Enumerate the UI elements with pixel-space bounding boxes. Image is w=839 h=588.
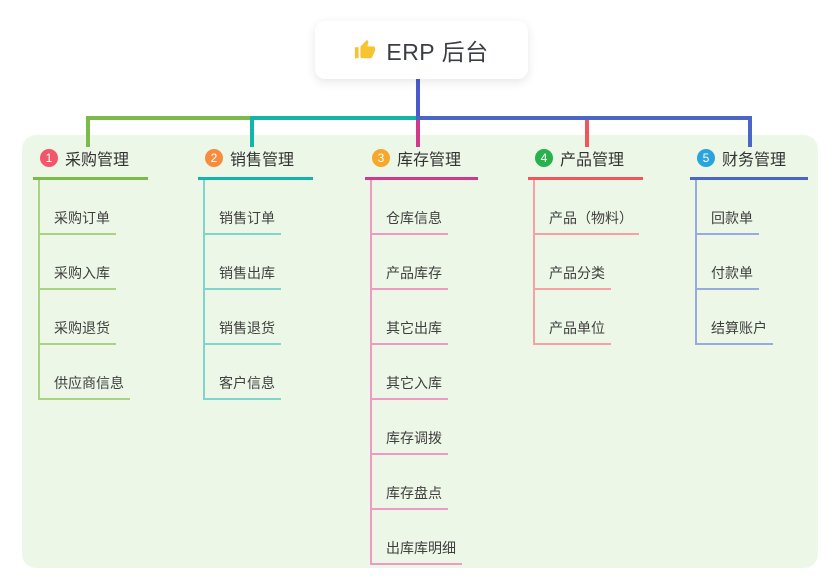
branch-label[interactable]: 产品管理 (560, 152, 625, 169)
child-node-row: 库存调拨 (370, 400, 478, 455)
branch-children: 仓库信息产品库存其它出库其它入库库存调拨库存盘点出库库明细 (370, 180, 478, 565)
branch-label[interactable]: 销售管理 (230, 152, 295, 169)
child-node-row: 销售订单 (203, 180, 313, 235)
child-node[interactable]: 供应商信息 (38, 373, 130, 400)
child-node-row: 回款单 (695, 180, 808, 235)
branch-number-badge: 2 (205, 149, 223, 167)
child-node[interactable]: 回款单 (695, 208, 759, 235)
drop-line-finance (748, 116, 752, 147)
child-node-row: 其它入库 (370, 345, 478, 400)
bus-line-purchase (86, 116, 252, 120)
branch-column: 1 采购管理采购订单采购入库采购退货供应商信息 (33, 146, 148, 400)
branch-column: 3 库存管理仓库信息产品库存其它出库其它入库库存调拨库存盘点出库库明细 (365, 146, 478, 565)
branches-panel-background (22, 135, 818, 568)
branch-number-badge: 5 (697, 149, 715, 167)
child-node[interactable]: 产品单位 (533, 318, 611, 345)
child-node-row: 库存盘点 (370, 455, 478, 510)
child-node-row: 结算账户 (695, 290, 808, 345)
child-node[interactable]: 销售出库 (203, 263, 281, 290)
children-connector-line (370, 180, 372, 565)
branch-node[interactable]: 4 产品管理 (528, 146, 643, 180)
child-node[interactable]: 产品分类 (533, 263, 611, 290)
child-node-row: 采购订单 (38, 180, 148, 235)
child-node-row: 供应商信息 (38, 345, 148, 400)
child-node[interactable]: 其它出库 (370, 318, 448, 345)
child-node-row: 出库库明细 (370, 510, 478, 565)
child-node[interactable]: 产品（物料） (533, 208, 639, 235)
child-node-row: 产品（物料） (533, 180, 643, 235)
branch-label[interactable]: 财务管理 (722, 152, 787, 169)
branch-column: 4 产品管理产品（物料） 产品分类产品单位 (528, 146, 643, 345)
child-node-row: 付款单 (695, 235, 808, 290)
branch-children: 回款单付款单结算账户 (695, 180, 808, 345)
child-node[interactable]: 库存调拨 (370, 428, 448, 455)
child-node[interactable]: 库存盘点 (370, 483, 448, 510)
bus-line-sales (250, 116, 419, 120)
branch-children: 采购订单采购入库采购退货供应商信息 (38, 180, 148, 400)
thumbs-up-icon (354, 39, 376, 61)
branch-number-badge: 1 (40, 149, 58, 167)
child-node[interactable]: 出库库明细 (370, 538, 462, 565)
branch-column: 2 销售管理销售订单销售出库销售退货客户信息 (198, 146, 313, 400)
branch-node[interactable]: 3 库存管理 (365, 146, 478, 180)
branch-children: 产品（物料） 产品分类产品单位 (533, 180, 643, 345)
branch-children: 销售订单销售出库销售退货客户信息 (203, 180, 313, 400)
branch-number-badge: 4 (535, 149, 553, 167)
child-node-row: 产品单位 (533, 290, 643, 345)
branch-label[interactable]: 采购管理 (65, 152, 130, 169)
child-node[interactable]: 付款单 (695, 263, 759, 290)
branch-column: 5 财务管理回款单付款单结算账户 (690, 146, 808, 345)
child-node-row: 销售出库 (203, 235, 313, 290)
children-connector-line (203, 180, 205, 400)
child-node[interactable]: 销售订单 (203, 208, 281, 235)
child-node[interactable]: 其它入库 (370, 373, 448, 400)
children-connector-line (533, 180, 535, 345)
child-node[interactable]: 采购订单 (38, 208, 116, 235)
child-node-row: 客户信息 (203, 345, 313, 400)
child-node-row: 仓库信息 (370, 180, 478, 235)
drop-line-inventory (416, 120, 420, 147)
root-node-label[interactable]: ERP 后台 (386, 39, 489, 65)
child-node-row: 采购退货 (38, 290, 148, 345)
child-node-row: 采购入库 (38, 235, 148, 290)
root-node[interactable]: ERP 后台 (315, 21, 528, 79)
branch-node[interactable]: 1 采购管理 (33, 146, 148, 180)
child-node[interactable]: 采购入库 (38, 263, 116, 290)
drop-line-sales (250, 116, 254, 147)
branch-label[interactable]: 库存管理 (397, 152, 462, 169)
child-node-row: 产品分类 (533, 235, 643, 290)
child-node[interactable]: 结算账户 (695, 318, 773, 345)
child-node[interactable]: 销售退货 (203, 318, 281, 345)
drop-line-product (585, 120, 589, 147)
branch-number-badge: 3 (372, 149, 390, 167)
child-node-row: 销售退货 (203, 290, 313, 345)
root-stem-line (416, 79, 420, 120)
child-node[interactable]: 采购退货 (38, 318, 116, 345)
branch-node[interactable]: 2 销售管理 (198, 146, 313, 180)
child-node-row: 其它出库 (370, 290, 478, 345)
children-connector-line (695, 180, 697, 345)
children-connector-line (38, 180, 40, 400)
child-node-row: 产品库存 (370, 235, 478, 290)
child-node[interactable]: 客户信息 (203, 373, 281, 400)
child-node[interactable]: 仓库信息 (370, 208, 448, 235)
drop-line-purchase (86, 116, 90, 147)
child-node[interactable]: 产品库存 (370, 263, 448, 290)
branch-node[interactable]: 5 财务管理 (690, 146, 808, 180)
bus-line-finance (416, 116, 752, 120)
